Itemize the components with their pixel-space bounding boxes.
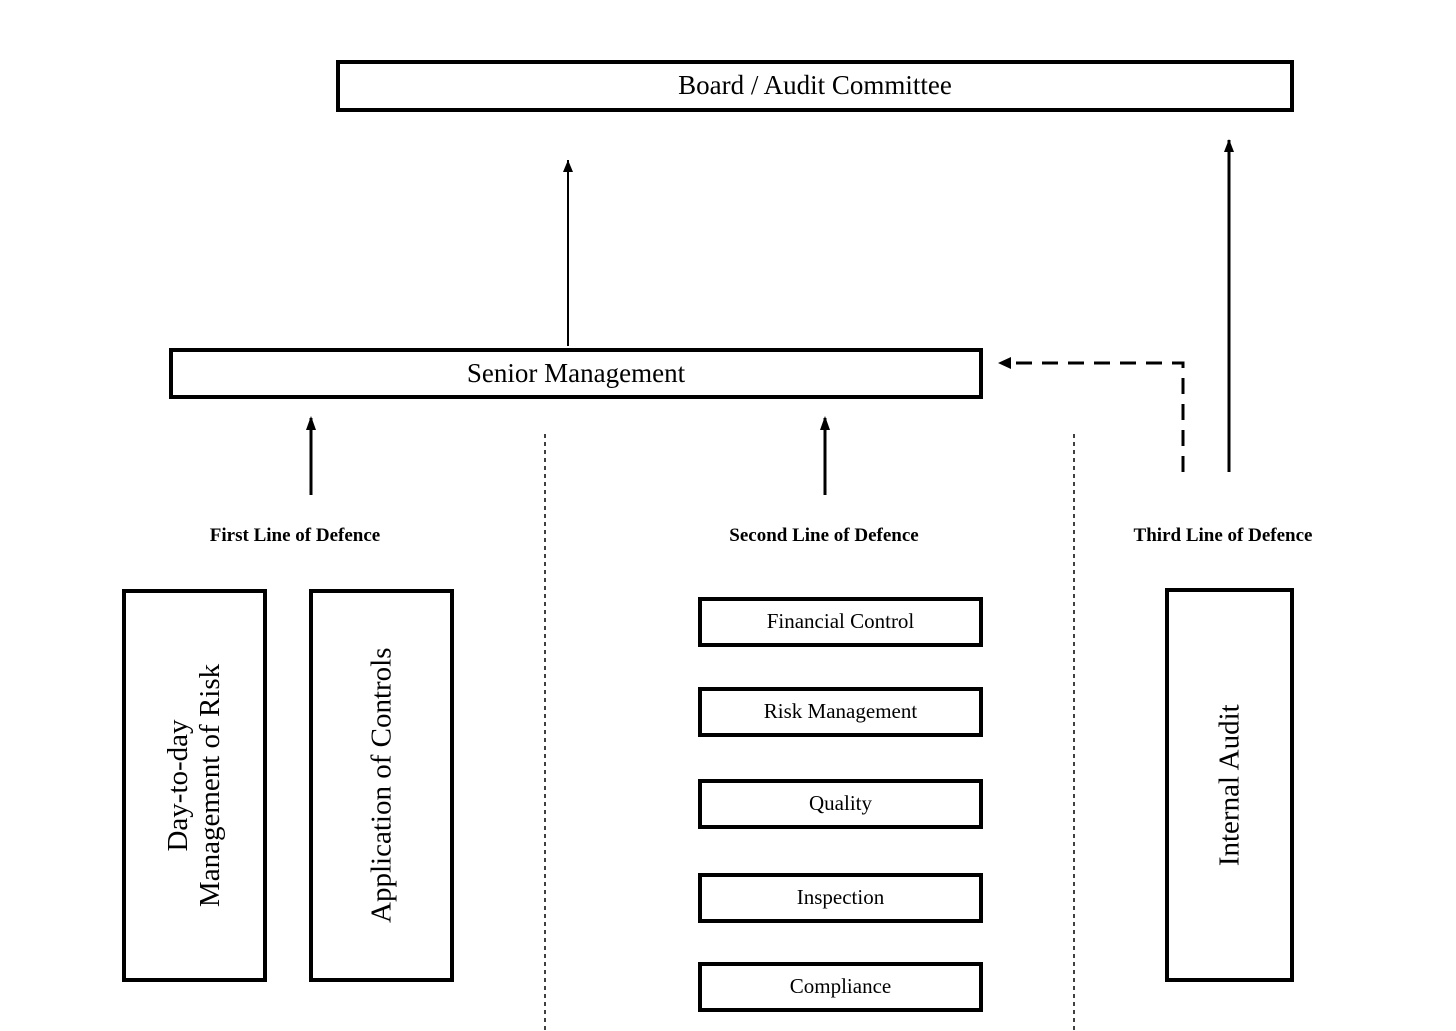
senior-management-box: Senior Management — [169, 348, 983, 399]
first-line-heading: First Line of Defence — [209, 525, 381, 546]
third-line-heading: Third Line of Defence — [1133, 525, 1313, 546]
day-to-day-risk-box: Day-to-day Management of Risk — [122, 589, 267, 982]
arrowhead-first-to-senior — [306, 416, 316, 430]
compliance-label: Compliance — [789, 974, 892, 999]
second-line-heading: Second Line of Defence — [729, 525, 919, 546]
day-to-day-risk-label: Day-to-day Management of Risk — [162, 664, 227, 907]
arrowhead-dashed-third-to-senior — [998, 357, 1011, 369]
board-audit-committee-box: Board / Audit Committee — [336, 60, 1294, 112]
risk-management-label: Risk Management — [763, 699, 918, 724]
application-of-controls-label: Application of Controls — [365, 647, 398, 924]
inspection-label: Inspection — [796, 885, 885, 910]
compliance-box: Compliance — [698, 962, 983, 1012]
inspection-box: Inspection — [698, 873, 983, 923]
internal-audit-label: Internal Audit — [1213, 704, 1246, 866]
risk-management-box: Risk Management — [698, 687, 983, 737]
financial-control-label: Financial Control — [766, 609, 915, 634]
arrowhead-third-to-board — [1224, 139, 1234, 152]
internal-audit-box: Internal Audit — [1165, 588, 1294, 982]
management-of-risk-line: Management of Risk — [194, 663, 227, 908]
quality-box: Quality — [698, 779, 983, 829]
day-to-day-line: Day-to-day — [162, 719, 195, 852]
financial-control-box: Financial Control — [698, 597, 983, 647]
dashed-arrow-third-to-senior — [1010, 361, 1185, 472]
quality-label: Quality — [809, 791, 872, 816]
senior-management-label: Senior Management — [466, 357, 686, 388]
arrowhead-senior-to-board — [563, 160, 573, 172]
application-of-controls-box: Application of Controls — [309, 589, 454, 982]
arrowhead-second-to-senior — [820, 416, 830, 430]
board-label: Board / Audit Committee — [678, 70, 952, 101]
